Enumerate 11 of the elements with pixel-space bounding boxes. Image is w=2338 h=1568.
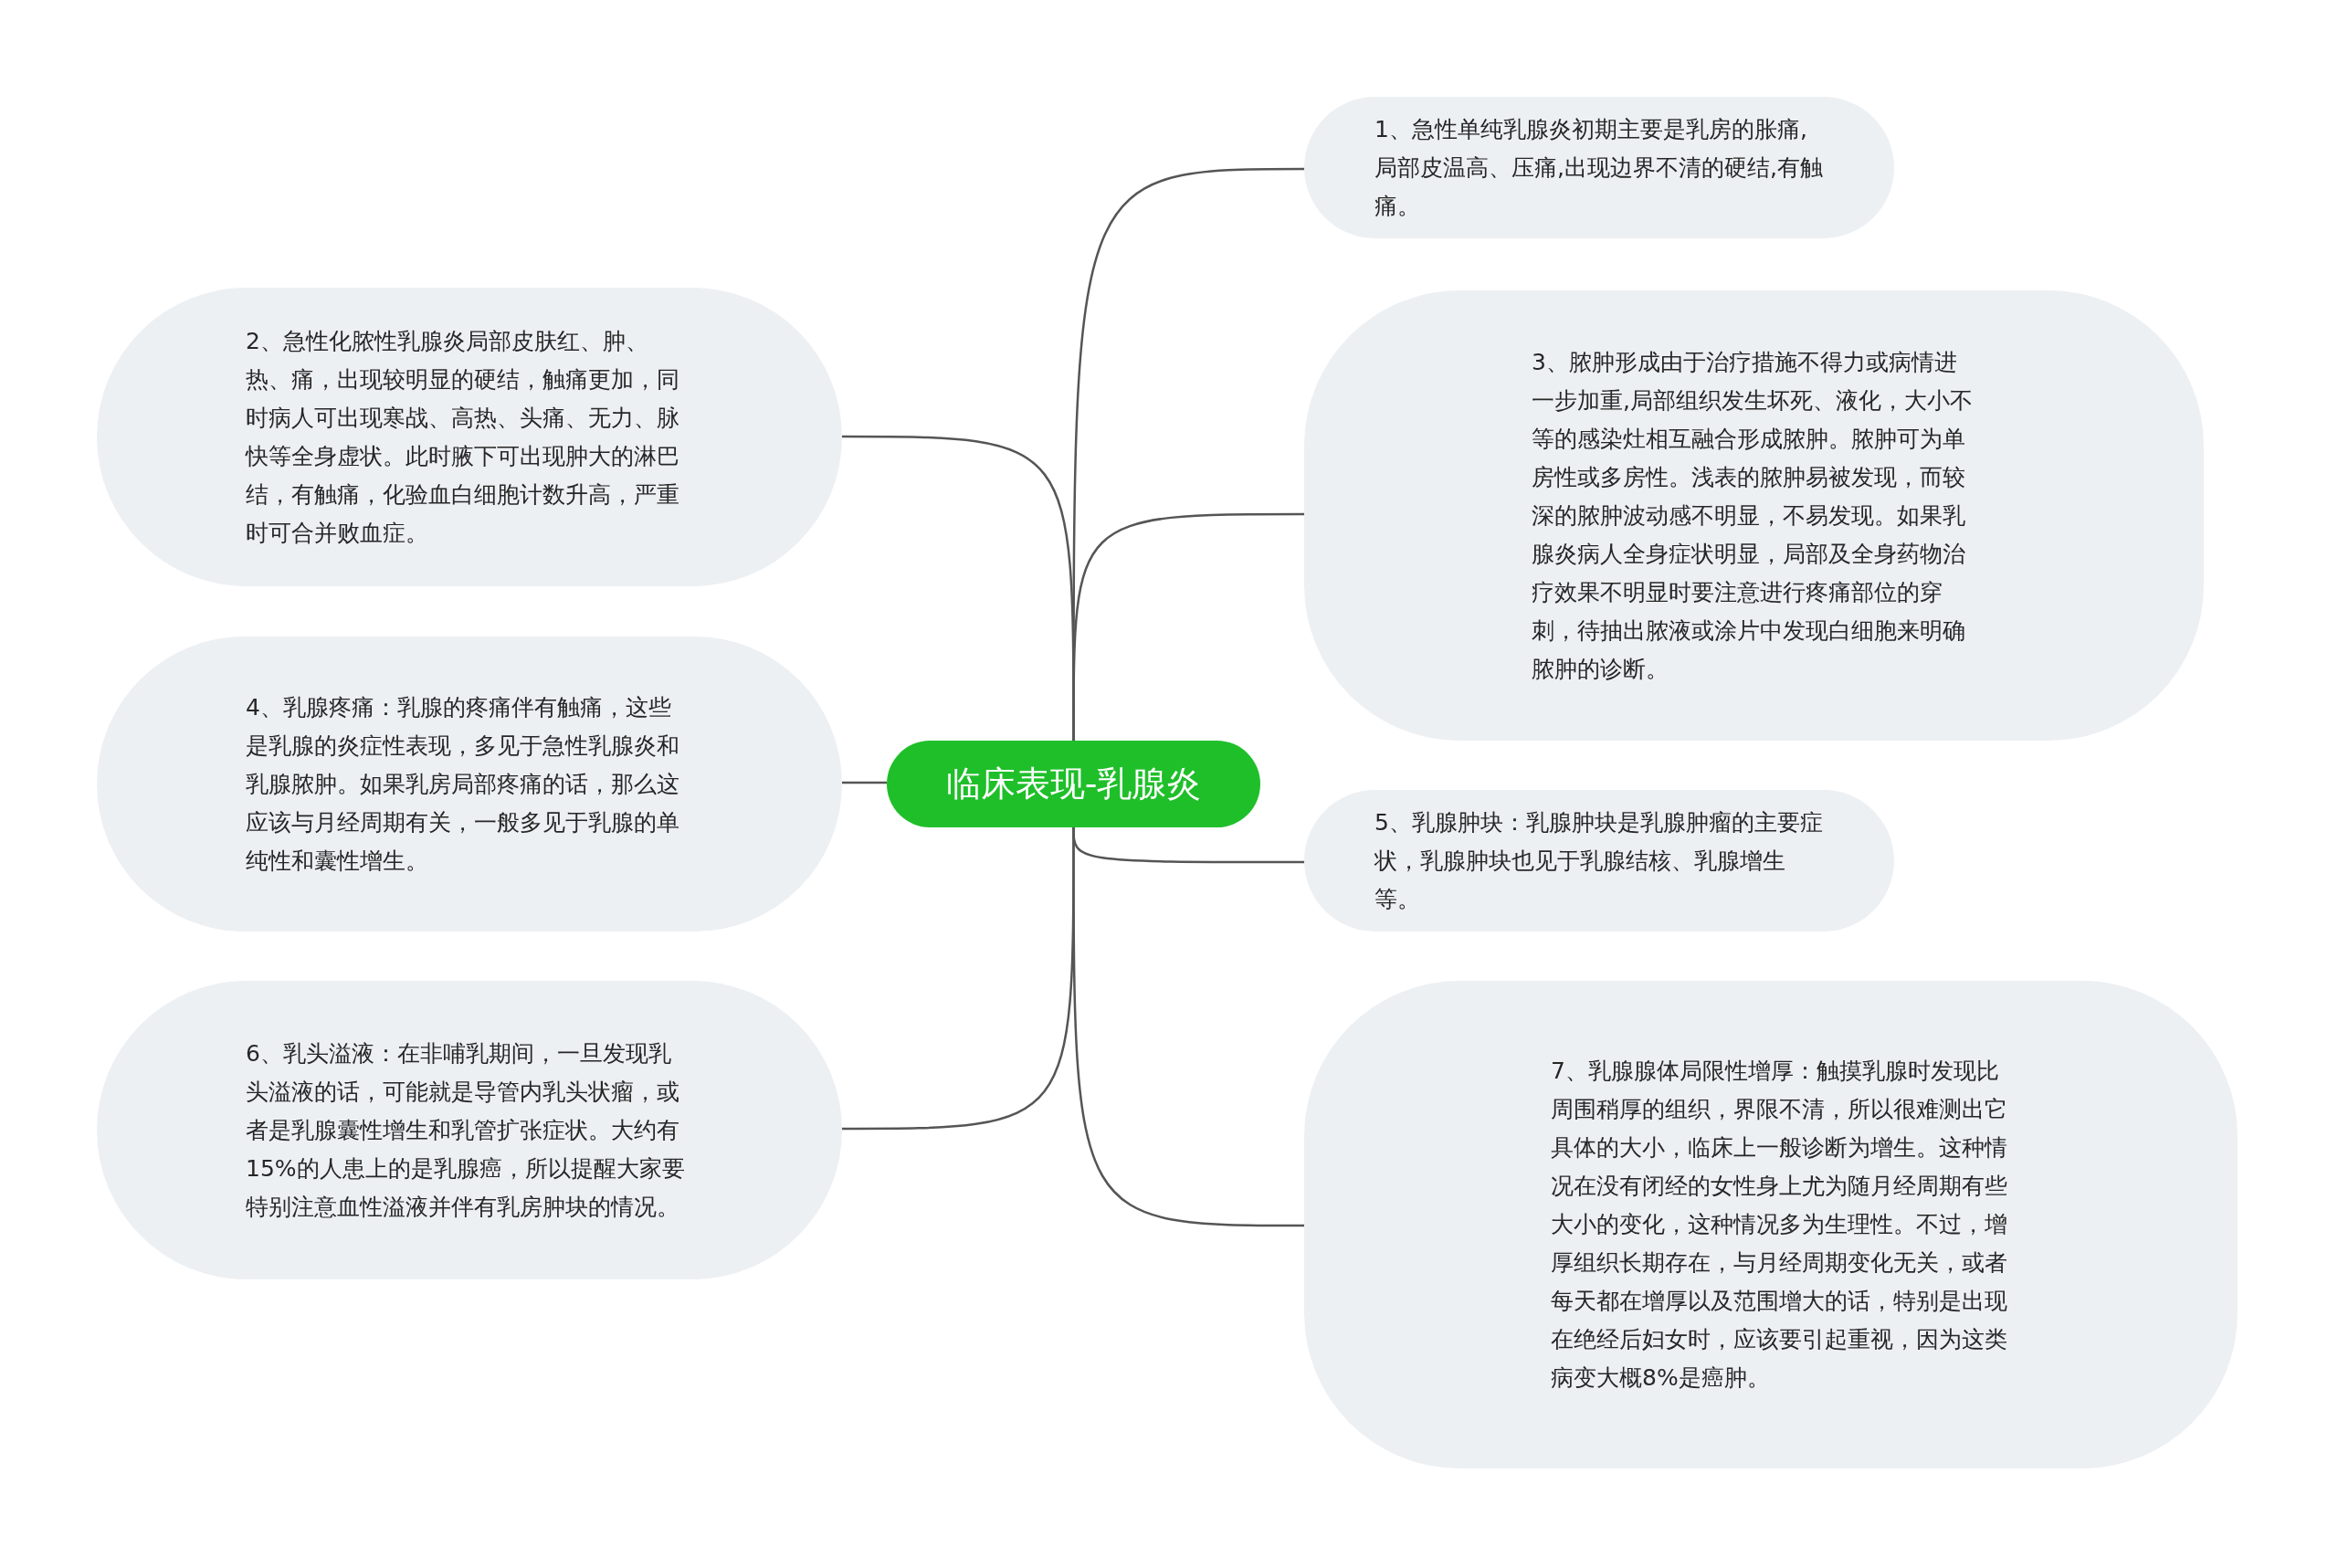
subtopic-text: 5、乳腺肿块：乳腺肿块是乳腺肿瘤的主要症状，乳腺肿块也见于乳腺结核、乳腺增生等。	[1374, 807, 1824, 914]
subtopic-text: 4、乳腺疼痛：乳腺的疼痛伴有触痛，这些是乳腺的炎症性表现，多见于急性乳腺炎和乳腺脓肿。如果乳房局部疼痛的话，那么这应该与月经周期有关，一般多见于乳腺的单纯性和囊性增生。	[246, 692, 680, 876]
subtopic-text: 6、乳头溢液：在非哺乳期间，一旦发现乳头溢液的话，可能就是导管内乳头状瘤，或者是乳腺囊性增生和乳管扩张症状。大约有15%的人患上的是乳腺癌，所以提醒大家要特别注意血性溢液并伴有乳房肿块的情况。	[246, 1038, 686, 1222]
subtopic-text: 1、急性单纯乳腺炎初期主要是乳房的胀痛,局部皮温高、压痛,出现边界不清的硬结,有触痛。	[1374, 114, 1824, 221]
connector-line	[1072, 512, 1304, 741]
connector-line	[1072, 827, 1304, 1227]
topic-title: 临床表现-乳腺炎	[945, 763, 1202, 805]
connector-line	[842, 781, 887, 784]
subtopic-text: 2、急性化脓性乳腺炎局部皮肤红、肿、热、痛，出现较明显的硬结，触痛更加，同时病人可出现寒战、高热、头痛、无力、脉快等全身虚状。此时腋下可出现肿大的淋巴结，有触痛，化验血白细胞计数升高，严重时可合并败血症。	[246, 326, 680, 548]
subtopic-text: 7、乳腺腺体局限性增厚：触摸乳腺时发现比周围稍厚的组织，界限不清，所以很难测出它具体的大小，临床上一般诊断为增生。这种情况在没有闭经的女性身上尤为随月经周期有些大小的变化，这种情况多为生理性。不过，增厚组织长期存在，与月经周期变化无关，或者每天都在增厚以及范围增大的话，特别是出现在绝经后妇女时，应该要引起重视，因为这类病变大概8%是癌肿。	[1551, 1057, 2007, 1393]
subtopic-text: 3、脓肿形成由于治疗措施不得力或病情进一步加重,局部组织发生坏死、液化，大小不等的感染灶相互融合形成脓肿。脓肿可为单房性或多房性。浅表的脓肿易被发现，而较深的脓肿波动感不明显，不易发现。如果乳腺炎病人全身症状明显，局部及全身药物治疗效果不明显时要注意进行疼痛部位的穿刺，待抽出脓液或涂片中发现白细胞来明确脓肿的诊断。	[1532, 347, 1974, 684]
